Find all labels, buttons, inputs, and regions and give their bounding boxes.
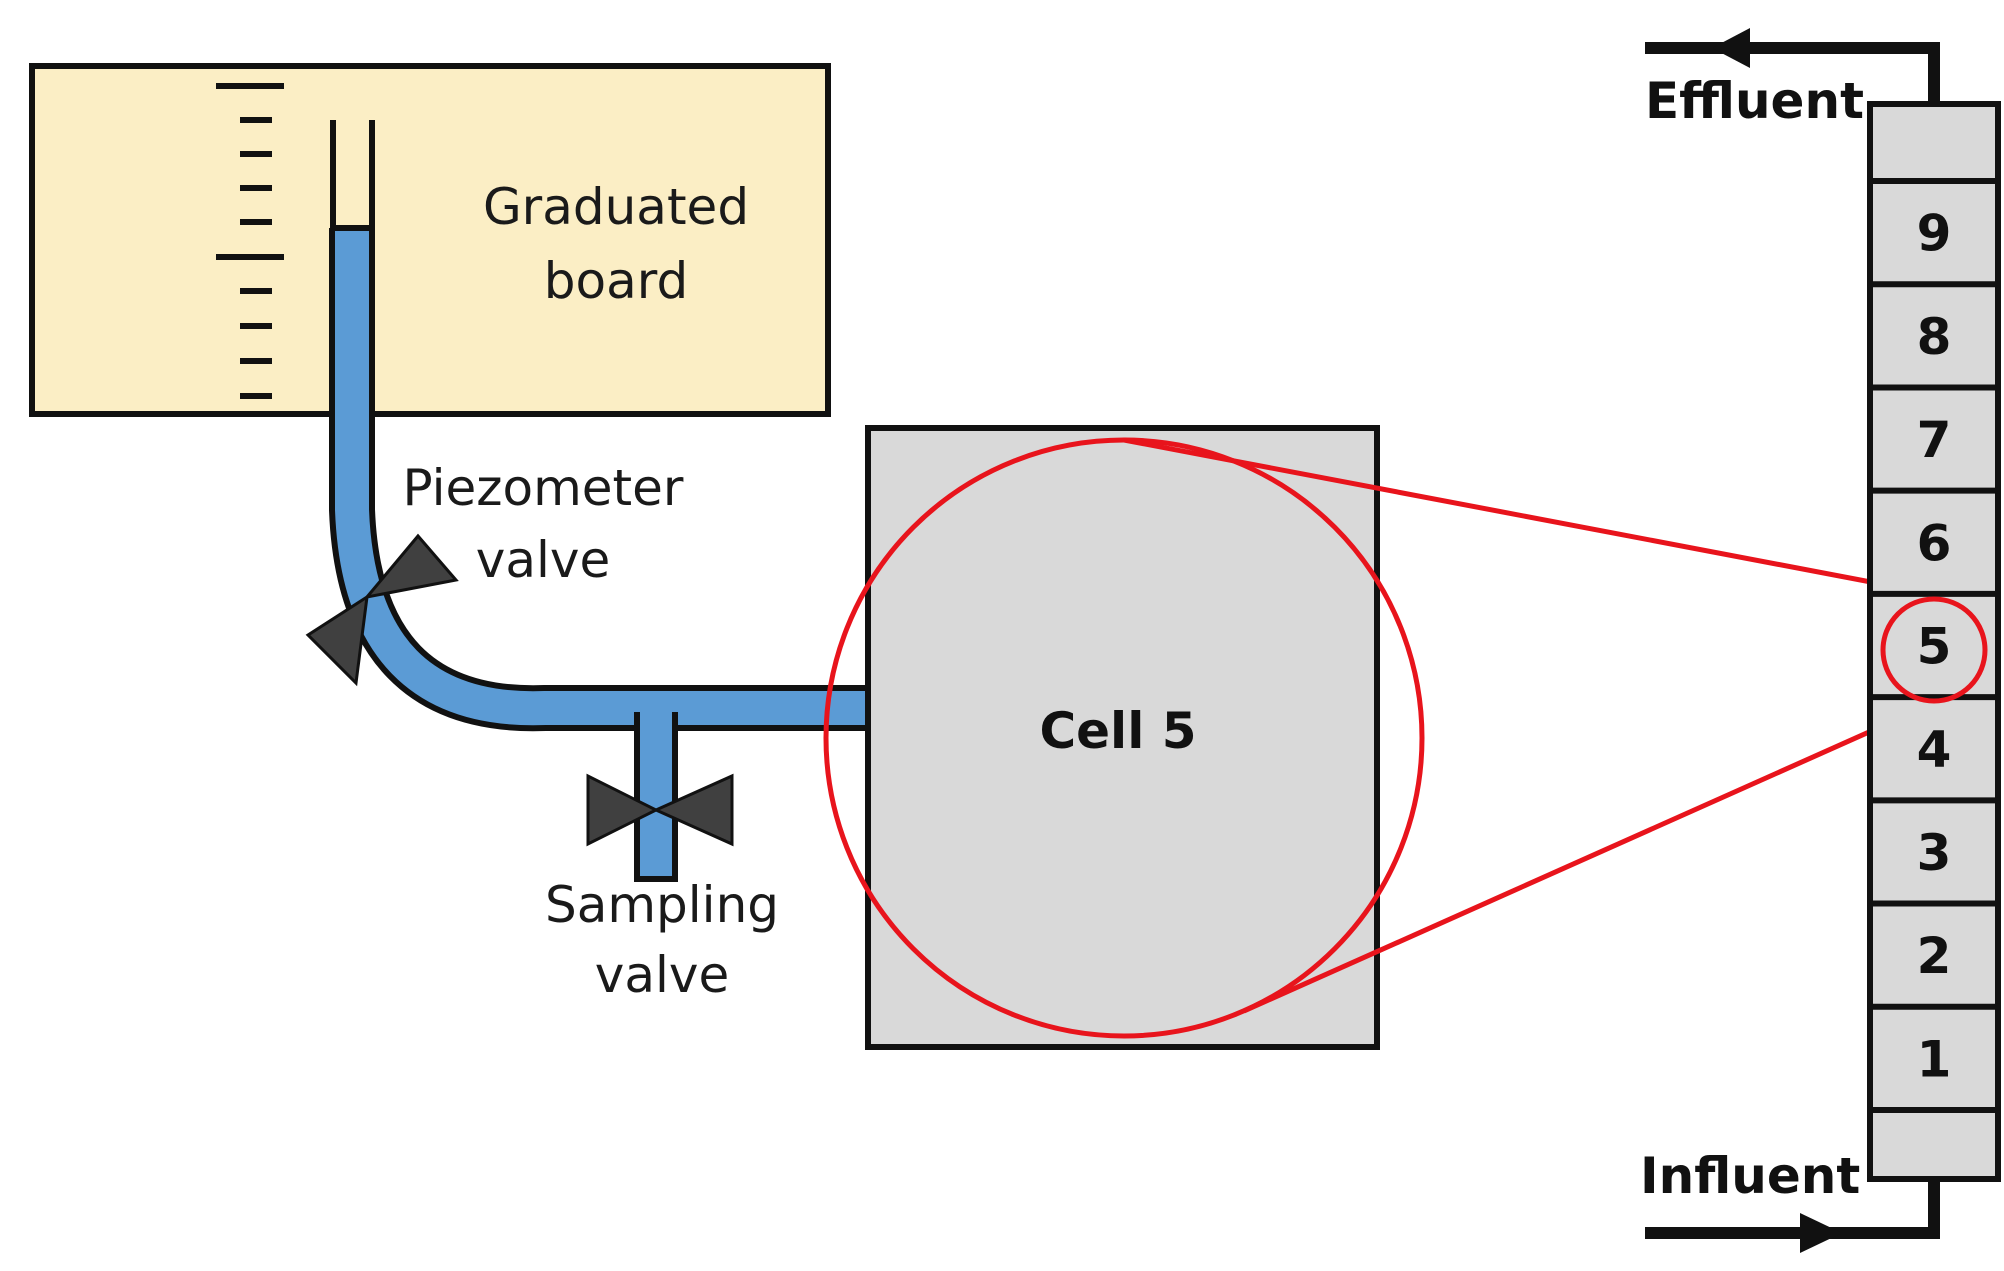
graduation-marks [216,83,284,399]
graduated-board-label-line1: Graduated [483,178,749,236]
piezometer-valve-label-line1: Piezometer [403,459,684,517]
effluent-label: Effluent [1645,72,1864,130]
piezometer-tube [329,225,868,882]
piezometer-glass-tube [330,120,375,228]
graduated-board-label-line2: board [544,252,688,310]
column-cell-8: 8 [1917,308,1952,366]
zoom-circle-small [1880,596,1988,704]
effluent-arrow-icon [1712,28,1750,68]
column-cell-6: 6 [1917,514,1952,572]
zoom-line-bottom [1242,700,1936,1014]
influent-arrow-icon [1800,1213,1842,1253]
effluent-flow: Effluent [1645,28,1940,130]
piezometer-valve[interactable] [305,533,459,687]
influent-flow: Influent [1640,1147,1940,1253]
zoom-line-top [1123,437,1935,597]
column-cell-9: 9 [1917,205,1952,263]
column-cell-2: 2 [1917,927,1952,985]
cell-label: Cell 5 [1039,702,1196,760]
column-cell-1: 1 [1917,1030,1952,1088]
influent-label: Influent [1640,1147,1860,1205]
zoom-indicator [823,437,1936,1039]
column-cell-4: 4 [1917,721,1952,779]
column-cell-5: 5 [1917,618,1952,676]
sampling-valve[interactable] [586,773,734,847]
cell-detail-box: Cell 5 [865,425,1380,1050]
sampling-valve-label-line2: valve [595,946,729,1004]
column-cell-7: 7 [1917,411,1952,469]
column-cell-3: 3 [1917,824,1952,882]
graduated-board: Graduated board [29,63,831,417]
soil-column: 9 8 7 6 5 4 3 2 1 [1867,101,2001,1182]
sampling-valve-label-line1: Sampling [545,876,779,934]
piezometer-valve-label-line2: valve [476,531,610,589]
